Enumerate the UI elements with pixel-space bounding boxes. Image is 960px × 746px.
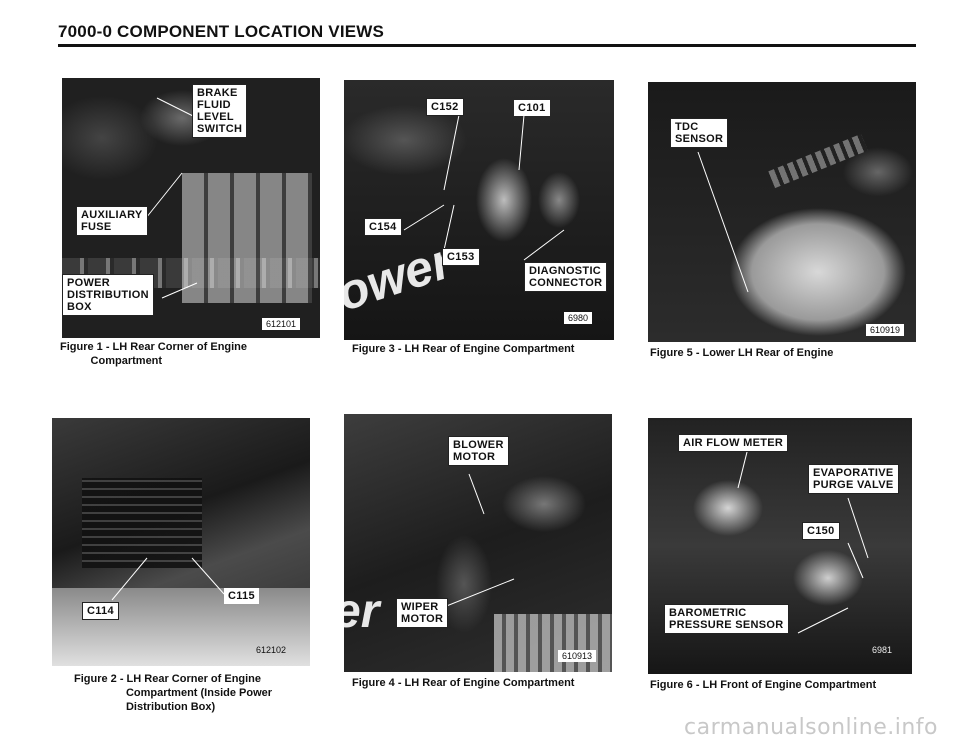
figure-2-ref: 612102 [256,645,287,655]
figure-3-ref: 6980 [564,312,593,324]
air-flow-meter-label: AIR FLOW METER [678,434,789,452]
power-distribution-box-label: POWER DISTRIBUTION BOX [62,274,154,316]
figure-5-ref: 610919 [866,324,905,336]
figure-6-photo: AIR FLOW METER EVAPORATIVE PURGE VALVE C… [648,418,912,674]
figure-1-ref: 612101 [262,318,301,330]
c154-label: C154 [364,218,402,236]
figure-3-caption: Figure 3 - LH Rear of Engine Compartment [352,343,575,355]
figure-4-overlay-text: er [344,585,380,638]
tdc-sensor-label: TDC SENSOR [670,118,729,148]
c101-label: C101 [514,100,550,116]
c152-label: C152 [426,98,464,116]
diagnostic-connector-label: DIAGNOSTIC CONNECTOR [524,262,608,292]
figure-3-photo: ower C152 C101 C154 C153 DIAGNOSTIC CONN… [344,80,614,340]
blower-motor-label: BLOWER MOTOR [448,436,509,466]
figure-2-photo: C114 C115 612102 [52,418,310,666]
barometric-pressure-sensor-label: BAROMETRIC PRESSURE SENSOR [664,604,789,634]
evaporative-purge-valve-label: EVAPORATIVE PURGE VALVE [808,464,899,494]
figure-4-ref: 610913 [558,650,597,662]
wiper-motor-label: WIPER MOTOR [396,598,449,628]
watermark: carmanualsonline.info [684,715,938,740]
figure-6-caption: Figure 6 - LH Front of Engine Compartmen… [650,679,877,691]
figure-4-photo: er BLOWER MOTOR WIPER MOTOR 610913 [344,414,612,672]
auxiliary-fuse-label: AUXILIARY FUSE [76,206,148,236]
figure-1-caption: Figure 1 - LH Rear Corner of Engine Comp… [60,341,248,367]
figure-5-caption: Figure 5 - Lower LH Rear of Engine [650,347,834,359]
c115-label: C115 [224,588,259,604]
c114-label: C114 [82,602,119,620]
page-title: 7000-0 COMPONENT LOCATION VIEWS [58,22,385,41]
figure-4-caption: Figure 4 - LH Rear of Engine Compartment [352,677,575,689]
figure-2-caption: Figure 2 - LH Rear Corner of Engine Comp… [74,673,273,713]
figure-5-photo: TDC SENSOR 610919 [648,82,916,342]
header-rule [58,44,916,47]
figure-6-ref: 6981 [872,645,893,655]
figure-1-photo: BRAKE FLUID LEVEL SWITCH AUXILIARY FUSE … [62,78,320,338]
c150-label: C150 [802,522,840,540]
brake-fluid-level-switch-label: BRAKE FLUID LEVEL SWITCH [192,84,248,138]
c153-label: C153 [442,248,480,266]
